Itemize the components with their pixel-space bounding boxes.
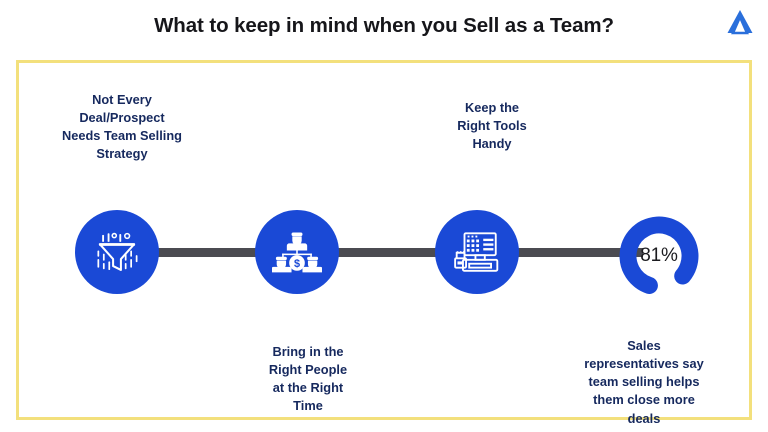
caption-line: team selling helps bbox=[588, 374, 700, 390]
caption-line: Handy bbox=[472, 136, 512, 152]
caption-line: Deal/Prospect bbox=[79, 110, 165, 126]
caption-line: at the Right bbox=[272, 380, 344, 396]
caption-line: deals bbox=[627, 410, 661, 426]
page-title: What to keep in mind when you Sell as a … bbox=[154, 14, 614, 37]
step-icon-cash-register[interactable] bbox=[435, 210, 519, 294]
caption-line: Sales bbox=[627, 338, 661, 353]
caption-line: Needs Team Selling bbox=[62, 128, 182, 144]
svg-text:$: $ bbox=[294, 258, 300, 270]
caption-line: representatives say bbox=[584, 356, 704, 372]
content-panel: $ bbox=[16, 60, 752, 426]
step-caption-4: Sales representatives say team selling h… bbox=[551, 337, 737, 428]
step-caption-1: Not Every Deal/Prospect Needs Team Selli… bbox=[27, 91, 217, 164]
caption-line: them close more bbox=[593, 392, 695, 408]
caption-line: Not Every bbox=[92, 92, 152, 107]
step-icon-team-people[interactable]: $ bbox=[255, 210, 339, 294]
donut-progress-chart: 81% bbox=[613, 210, 705, 302]
step-caption-2: Bring in the Right People at the Right T… bbox=[225, 343, 391, 416]
caption-line: Right People bbox=[268, 362, 348, 378]
brand-logo bbox=[725, 8, 755, 36]
caption-line: Right Tools bbox=[457, 118, 527, 134]
caption-line: Keep the bbox=[464, 100, 520, 115]
donut-value-label: 81% bbox=[640, 245, 678, 266]
caption-line: Strategy bbox=[96, 146, 148, 162]
step-caption-3: Keep the Right Tools Handy bbox=[403, 99, 581, 153]
step-icon-sales-funnel[interactable] bbox=[75, 210, 159, 294]
process-connector-line bbox=[143, 248, 643, 257]
caption-line: Time bbox=[293, 398, 323, 414]
caption-line: Bring in the bbox=[272, 344, 344, 359]
